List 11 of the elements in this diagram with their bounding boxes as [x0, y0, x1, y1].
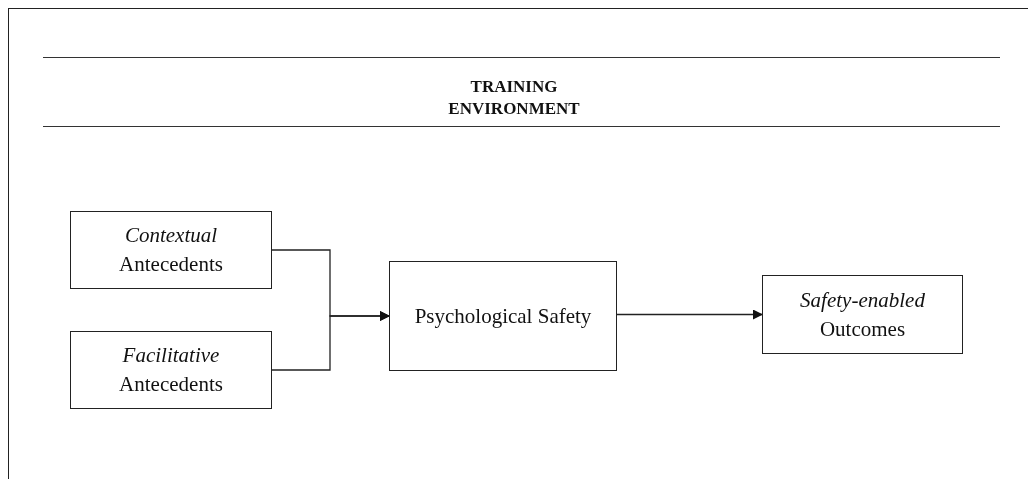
box-label: Facilitative Antecedents	[118, 342, 224, 398]
process-box	[762, 275, 963, 354]
arrow	[271, 311, 390, 371]
box-label: Safety-enabled Outcomes	[799, 286, 926, 343]
process-box	[70, 331, 272, 409]
box-label: Psychological Safety	[414, 302, 592, 330]
arrow	[616, 309, 763, 320]
diagram-title: TRAINING ENVIRONMENT	[447, 76, 581, 120]
process-box	[70, 211, 272, 289]
box-label: Contextual Antecedents	[118, 222, 224, 278]
process-box	[389, 261, 617, 371]
